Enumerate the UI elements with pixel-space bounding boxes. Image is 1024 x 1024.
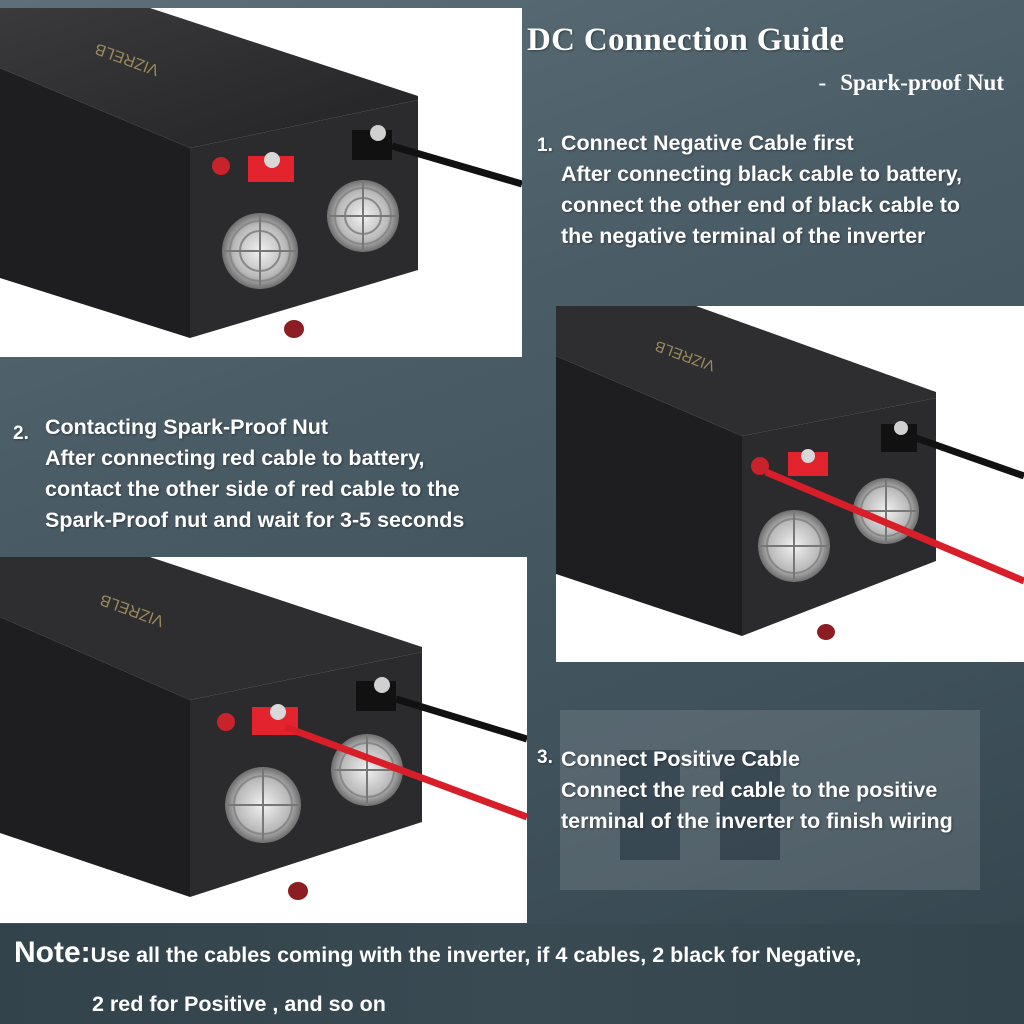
subtitle-text: Spark-proof Nut [840, 70, 1004, 95]
note-section: Note:Use all the cables coming with the … [0, 924, 1024, 1024]
subtitle-dash: - [818, 70, 827, 95]
page-title: DC Connection Guide [527, 22, 845, 58]
step-heading: Connect Positive Cable [561, 747, 800, 771]
step-number: 2. [13, 423, 29, 444]
spark-proof-nut-icon [284, 320, 304, 338]
spark-proof-nut-icon [288, 882, 308, 900]
step-3: 3. Connect Positive Cable Connect the re… [537, 744, 953, 837]
step-line: Connect the red cable to the positive [561, 778, 938, 802]
terminal-icon [751, 457, 769, 475]
step-line: terminal of the inverter to finish wirin… [561, 809, 953, 833]
note-line-2: 2 red for Positive , and so on [92, 992, 386, 1016]
cooling-fan-icon [225, 767, 301, 843]
step-2: 2. Contacting Spark-Proof Nut After conn… [13, 412, 465, 536]
page-subtitle: -Spark-proof Nut [819, 70, 1004, 96]
cooling-fan-icon [222, 213, 298, 289]
step2-photo: VIZRELB [556, 306, 1024, 662]
note-line-1: Note:Use all the cables coming with the … [14, 936, 861, 970]
note-text: Use all the cables coming with the inver… [90, 943, 862, 967]
step-number: 1. [537, 135, 553, 156]
step-1: 1. Connect Negative Cable first After co… [537, 128, 963, 252]
step-heading: Contacting Spark-Proof Nut [45, 415, 329, 439]
step-line: After connecting black cable to battery, [561, 162, 963, 186]
terminal-icon [217, 713, 235, 731]
step1-photo: VIZRELB [0, 8, 522, 357]
step-line: Spark-Proof nut and wait for 3-5 seconds [45, 508, 465, 532]
background-ghost-inverter [560, 710, 980, 890]
step-line: the negative terminal of the inverter [561, 224, 926, 248]
step-line: contact the other side of red cable to t… [45, 477, 460, 501]
cooling-fan-icon [758, 510, 830, 582]
step-line: connect the other end of black cable to [561, 193, 961, 217]
cooling-fan-icon [327, 180, 399, 252]
note-label: Note: [14, 936, 91, 969]
step-number: 3. [537, 747, 553, 768]
step-heading: Connect Negative Cable first [561, 131, 854, 155]
terminal-icon [212, 157, 230, 175]
step-line: After connecting red cable to battery, [45, 446, 425, 470]
step3-photo: VIZRELB [0, 557, 527, 923]
spark-proof-nut-icon [817, 624, 835, 640]
